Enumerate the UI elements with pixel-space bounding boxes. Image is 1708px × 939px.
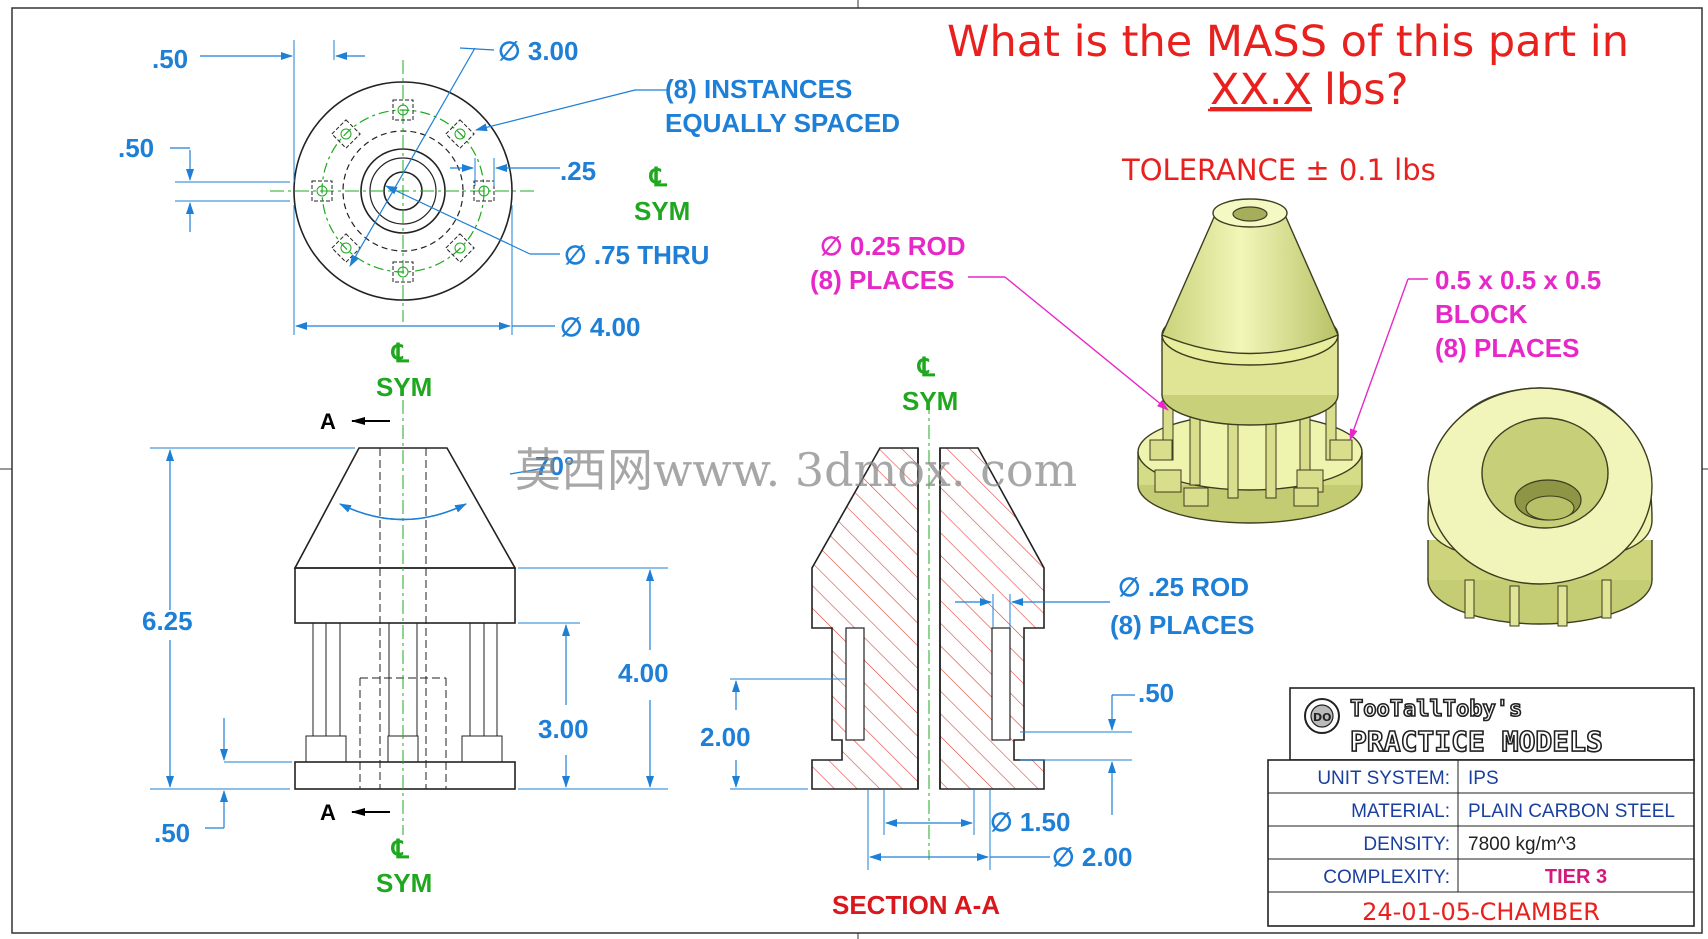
instances-line1: (8) INSTANCES	[665, 74, 852, 104]
centerline-label: SYM	[634, 196, 690, 226]
part-number: 24-01-05-CHAMBER	[1362, 898, 1600, 926]
tb-label-density: DENSITY:	[1363, 834, 1450, 855]
logo-icon: DO	[1304, 698, 1340, 734]
svg-text:DO: DO	[1313, 711, 1331, 724]
centerline-symbol: ℄	[917, 352, 936, 382]
top-dim-left-top: .50	[152, 44, 188, 74]
tb-value-unit: IPS	[1468, 768, 1499, 789]
hole-callout: ∅ .75 THRU	[564, 240, 709, 270]
iso-rod-line2: (8) PLACES	[810, 265, 954, 295]
question-unit: lbs?	[1324, 65, 1408, 115]
centerline-symbol: ℄	[391, 338, 410, 368]
logo-line2: PRACTICE MODELS	[1350, 725, 1603, 758]
tb-label-material: MATERIAL:	[1351, 801, 1450, 822]
tb-label-complexity: COMPLEXITY:	[1323, 867, 1450, 888]
centerline-symbol: ℄	[391, 834, 410, 864]
isometric-part-bottom	[1427, 387, 1653, 627]
iso-block-line1: 0.5 x 0.5 x 0.5	[1435, 265, 1601, 295]
tb-value-complexity: TIER 3	[1545, 866, 1607, 888]
iso-block-line2: BLOCK	[1435, 299, 1528, 329]
title-block: DO TooTallToby's PRACTICE MODELS UNIT SY…	[1267, 687, 1695, 927]
section-mark-top: A	[320, 409, 336, 434]
callout-leaders	[968, 276, 1428, 441]
question-answer-format: XX.X	[1210, 65, 1312, 115]
height-300: 3.00	[538, 714, 589, 744]
section-dia-150: ∅ 1.50	[990, 807, 1070, 837]
top-dim-left-mid: .50	[118, 133, 154, 163]
top-dia-3: ∅ 3.00	[498, 36, 578, 66]
watermark: 莫西网www. 3dmox. com	[515, 443, 1077, 497]
top-dim-25: .25	[560, 156, 596, 186]
section-dim-50: .50	[1138, 678, 1174, 708]
height-total: 6.25	[142, 606, 193, 636]
section-height-200: 2.00	[700, 722, 751, 752]
top-dia-4: ∅ 4.00	[560, 312, 640, 342]
height-400: 4.00	[618, 658, 669, 688]
cone-angle: 70°	[535, 451, 574, 481]
section-view	[730, 400, 1135, 870]
question-line1: What is the MASS of this part in	[947, 17, 1629, 67]
section-dia-200: ∅ 2.00	[1052, 842, 1132, 872]
instances-line2: EQUALLY SPACED	[665, 108, 900, 138]
centerline-symbol: ℄	[649, 162, 668, 192]
section-title: SECTION A-A	[832, 890, 1000, 920]
centerline-label: SYM	[902, 386, 958, 416]
section-rod-line1: ∅ .25 ROD	[1118, 572, 1249, 602]
tb-value-material: PLAIN CARBON STEEL	[1468, 801, 1675, 822]
tolerance-text: TOLERANCE ± 0.1 lbs	[1121, 153, 1436, 187]
centerline-label: SYM	[376, 372, 432, 402]
top-view	[170, 40, 669, 335]
iso-rod-line1: ∅ 0.25 ROD	[820, 231, 965, 261]
section-mark-bottom: A	[320, 800, 336, 825]
isometric-part	[1137, 198, 1363, 524]
logo-line1: TooTallToby's	[1350, 697, 1522, 722]
section-rod-line2: (8) PLACES	[1110, 610, 1254, 640]
front-view	[150, 400, 668, 835]
centerline-label: SYM	[376, 868, 432, 898]
tb-label-unit: UNIT SYSTEM:	[1317, 768, 1450, 789]
tb-value-density: 7800 kg/m^3	[1468, 834, 1576, 855]
base-thickness: .50	[154, 818, 190, 848]
iso-block-line3: (8) PLACES	[1435, 333, 1579, 363]
